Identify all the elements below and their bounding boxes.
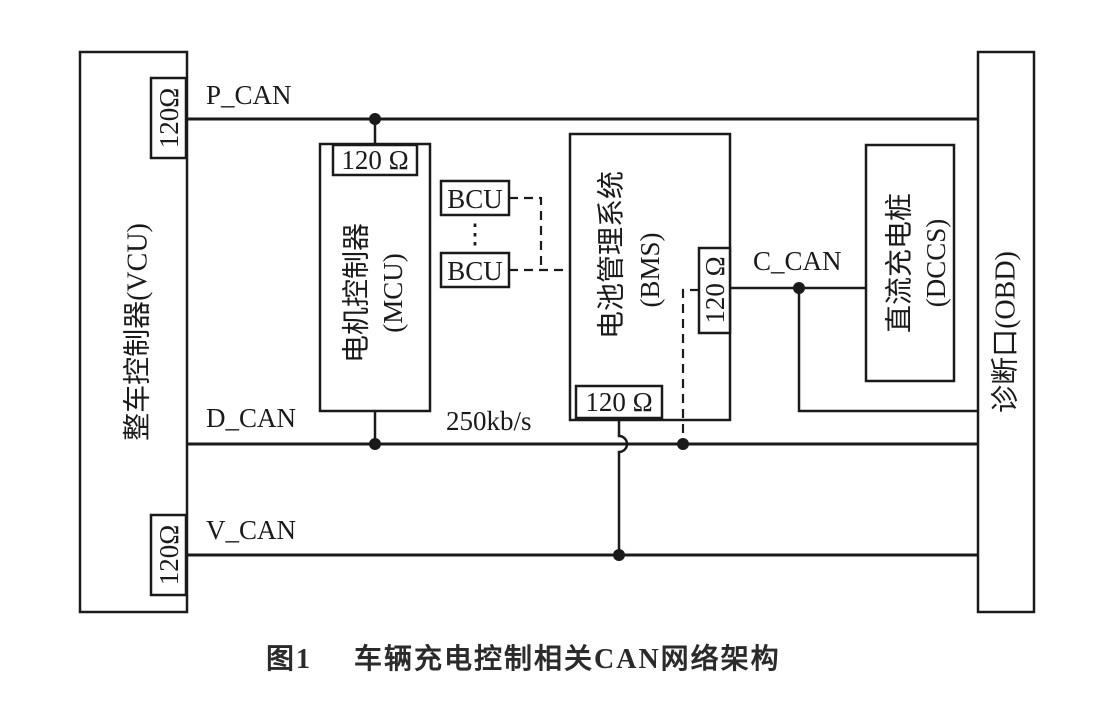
- bcu-block-2: [439, 251, 511, 289]
- bms-d-can-junction: [677, 438, 689, 450]
- bms-v-can-junction: [613, 549, 625, 561]
- vcu-v-can-resistor: [149, 513, 188, 597]
- mcu-block: [318, 142, 432, 413]
- bcu-ellipsis: ⋮: [462, 219, 489, 249]
- bms-c-can-resistor-label: 120 Ω: [700, 256, 730, 323]
- bms-v-can-resistor-label: 120 Ω: [585, 387, 652, 417]
- bms-d-can-dashed-link: [681, 288, 699, 444]
- mcu-name: 电机控制器: [341, 223, 373, 363]
- d-can-label: D_CAN: [206, 403, 296, 433]
- c-can-obd-link: [797, 288, 978, 413]
- bcu-internal-can-link: [509, 196, 570, 272]
- bms-abbr: (BMS): [635, 232, 665, 307]
- mcu-resistor: [331, 143, 419, 177]
- c-can-label: C_CAN: [753, 246, 842, 276]
- bms-v-can-tap: [617, 418, 629, 555]
- mcu-d-can-junction: [369, 438, 381, 450]
- vcu-p-can-resistor-label: 120Ω: [154, 88, 184, 149]
- dccs-name: 直流充电桩: [884, 193, 916, 333]
- obd-block: [976, 50, 1036, 614]
- bcu-label-2: BCU: [447, 256, 503, 286]
- bcu-label-1: BCU: [447, 184, 503, 214]
- p-can-label: P_CAN: [206, 80, 292, 110]
- obd-label: 诊断口(OBD): [990, 251, 1022, 413]
- figure-number: 图1: [266, 644, 312, 675]
- bms-v-can-resistor: [574, 384, 664, 420]
- dccs-abbr: (DCCS): [921, 219, 951, 308]
- mcu-p-can-junction: [369, 113, 381, 125]
- figure-title: 车辆充电控制相关CAN网络架构: [354, 642, 781, 675]
- mcu-abbr: (MCU): [378, 253, 408, 333]
- bitrate-label: 250kb/s: [446, 406, 532, 436]
- vcu-label: 整车控制器(VCU): [122, 223, 154, 441]
- vcu-p-can-resistor: [149, 76, 188, 160]
- bms-name: 电池管理系统: [596, 171, 628, 339]
- vcu-v-can-resistor-label: 120Ω: [154, 525, 184, 586]
- v-can-label: V_CAN: [206, 515, 296, 545]
- mcu-resistor-label: 120 Ω: [341, 145, 408, 175]
- dccs-block: [864, 143, 956, 383]
